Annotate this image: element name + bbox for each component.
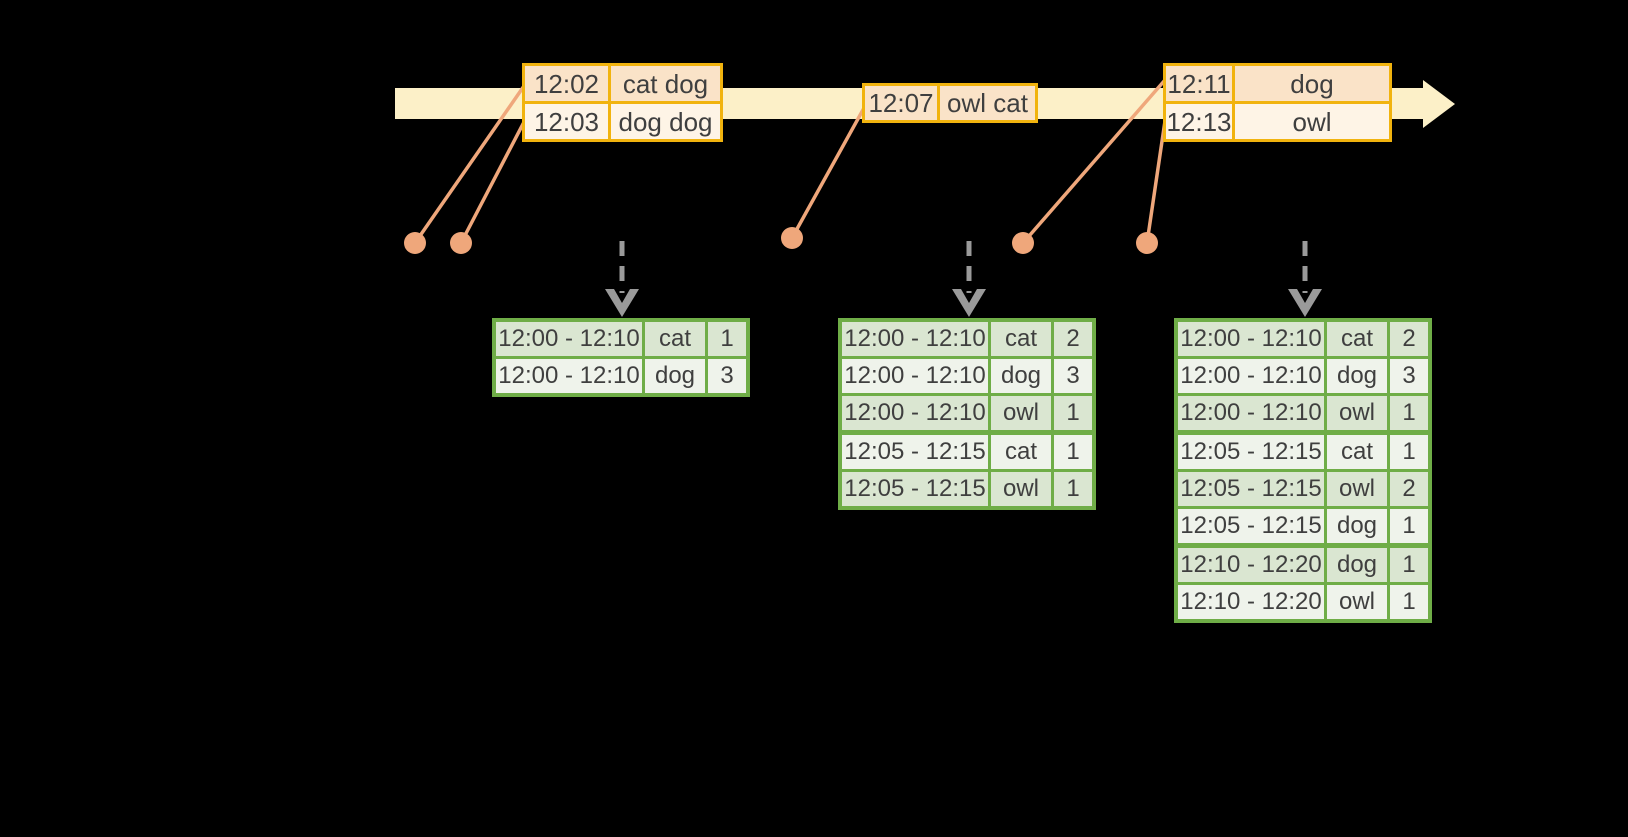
table-row: 12:05 - 12:15 owl 2 — [1178, 472, 1428, 506]
word-cell: owl — [1327, 396, 1387, 430]
connector-line — [413, 85, 526, 244]
event-dot-icon — [450, 232, 472, 254]
word-cell: cat — [991, 322, 1051, 356]
table-row: 12:00 - 12:10 dog 3 — [842, 359, 1092, 393]
event-dot-icon — [781, 227, 803, 249]
window-cell: 12:05 - 12:15 — [1178, 472, 1324, 506]
window-cell: 12:05 - 12:15 — [842, 435, 988, 469]
table-row: 12:05 - 12:15 owl 1 — [842, 472, 1092, 506]
event-time-cell: 12:03 — [525, 104, 608, 139]
count-cell: 3 — [708, 359, 746, 393]
word-cell: cat — [1327, 435, 1387, 469]
event-table-3: 12:11 dog 12:13 owl — [1163, 63, 1392, 142]
table-row: 12:13 owl — [1166, 104, 1389, 139]
event-words-cell: cat dog — [611, 66, 720, 101]
event-time-cell: 12:11 — [1166, 66, 1232, 101]
word-cell: cat — [645, 322, 705, 356]
event-words-cell: owl — [1235, 104, 1389, 139]
trigger-arrowhead-icon — [1288, 289, 1322, 317]
timeline-arrowhead-icon — [1423, 80, 1455, 128]
table-row: 12:05 - 12:15 cat 1 — [842, 435, 1092, 469]
count-cell: 3 — [1390, 359, 1428, 393]
trigger-arrowhead-icon — [605, 289, 639, 317]
event-time-cell: 12:02 — [525, 66, 608, 101]
event-dots — [404, 227, 1158, 254]
word-cell: owl — [991, 472, 1051, 506]
event-time-cell: 12:07 — [865, 86, 937, 120]
window-cell: 12:00 - 12:10 — [1178, 396, 1324, 430]
word-cell: cat — [1327, 322, 1387, 356]
table-row: 12:00 - 12:10 cat 2 — [1178, 322, 1428, 356]
result-table-3: 12:00 - 12:10 cat 2 12:00 - 12:10 dog 3 … — [1174, 318, 1432, 623]
count-cell: 1 — [1054, 435, 1092, 469]
word-cell: owl — [991, 396, 1051, 430]
window-cell: 12:00 - 12:10 — [496, 322, 642, 356]
word-cell: cat — [991, 435, 1051, 469]
count-cell: 2 — [1390, 322, 1428, 356]
trigger-arrows — [605, 241, 1322, 317]
connector-line — [1021, 78, 1167, 245]
word-cell: dog — [1327, 548, 1387, 582]
table-row: 12:07 owl cat — [865, 86, 1035, 120]
count-cell: 1 — [1390, 396, 1428, 430]
count-cell: 1 — [1390, 509, 1428, 543]
count-cell: 3 — [1054, 359, 1092, 393]
word-cell: dog — [1327, 509, 1387, 543]
window-cell: 12:00 - 12:10 — [1178, 322, 1324, 356]
window-cell: 12:10 - 12:20 — [1178, 548, 1324, 582]
count-cell: 1 — [1390, 548, 1428, 582]
count-cell: 1 — [1390, 435, 1428, 469]
count-cell: 1 — [1054, 472, 1092, 506]
result-table-1: 12:00 - 12:10 cat 1 12:00 - 12:10 dog 3 — [492, 318, 750, 397]
window-cell: 12:00 - 12:10 — [842, 396, 988, 430]
event-table-2: 12:07 owl cat — [862, 83, 1038, 123]
table-row: 12:00 - 12:10 owl 1 — [1178, 396, 1428, 430]
window-cell: 12:10 - 12:20 — [1178, 585, 1324, 619]
table-row: 12:05 - 12:15 dog 1 — [1178, 509, 1428, 543]
event-words-cell: dog dog — [611, 104, 720, 139]
table-row: 12:11 dog — [1166, 66, 1389, 101]
event-dot-icon — [1012, 232, 1034, 254]
table-row: 12:10 - 12:20 dog 1 — [1178, 548, 1428, 582]
table-row: 12:00 - 12:10 cat 1 — [496, 322, 746, 356]
table-row: 12:10 - 12:20 owl 1 — [1178, 585, 1428, 619]
event-dot-icon — [1136, 232, 1158, 254]
count-cell: 2 — [1054, 322, 1092, 356]
count-cell: 1 — [1054, 396, 1092, 430]
event-time-cell: 12:13 — [1166, 104, 1232, 139]
event-connector-lines — [413, 78, 1167, 245]
window-cell: 12:05 - 12:15 — [842, 472, 988, 506]
window-cell: 12:00 - 12:10 — [1178, 359, 1324, 393]
word-cell: dog — [1327, 359, 1387, 393]
window-cell: 12:05 - 12:15 — [1178, 509, 1324, 543]
word-cell: dog — [991, 359, 1051, 393]
table-row: 12:00 - 12:10 dog 3 — [496, 359, 746, 393]
trigger-arrowhead-icon — [952, 289, 986, 317]
event-table-1: 12:02 cat dog 12:03 dog dog — [522, 63, 723, 142]
window-cell: 12:00 - 12:10 — [496, 359, 642, 393]
word-cell: owl — [1327, 472, 1387, 506]
table-row: 12:00 - 12:10 cat 2 — [842, 322, 1092, 356]
window-cell: 12:05 - 12:15 — [1178, 435, 1324, 469]
table-row: 12:05 - 12:15 cat 1 — [1178, 435, 1428, 469]
count-cell: 1 — [708, 322, 746, 356]
connector-line — [1145, 120, 1167, 244]
table-row: 12:02 cat dog — [525, 66, 720, 101]
connector-line — [459, 121, 526, 244]
word-cell: owl — [1327, 585, 1387, 619]
word-cell: dog — [645, 359, 705, 393]
table-row: 12:00 - 12:10 dog 3 — [1178, 359, 1428, 393]
result-table-2: 12:00 - 12:10 cat 2 12:00 - 12:10 dog 3 … — [838, 318, 1096, 510]
table-row: 12:00 - 12:10 owl 1 — [842, 396, 1092, 430]
count-cell: 2 — [1390, 472, 1428, 506]
event-words-cell: owl cat — [940, 86, 1035, 120]
window-cell: 12:00 - 12:10 — [842, 322, 988, 356]
window-cell: 12:00 - 12:10 — [842, 359, 988, 393]
event-dot-icon — [404, 232, 426, 254]
event-words-cell: dog — [1235, 66, 1389, 101]
table-row: 12:03 dog dog — [525, 104, 720, 139]
connector-line — [790, 107, 866, 239]
count-cell: 1 — [1390, 585, 1428, 619]
